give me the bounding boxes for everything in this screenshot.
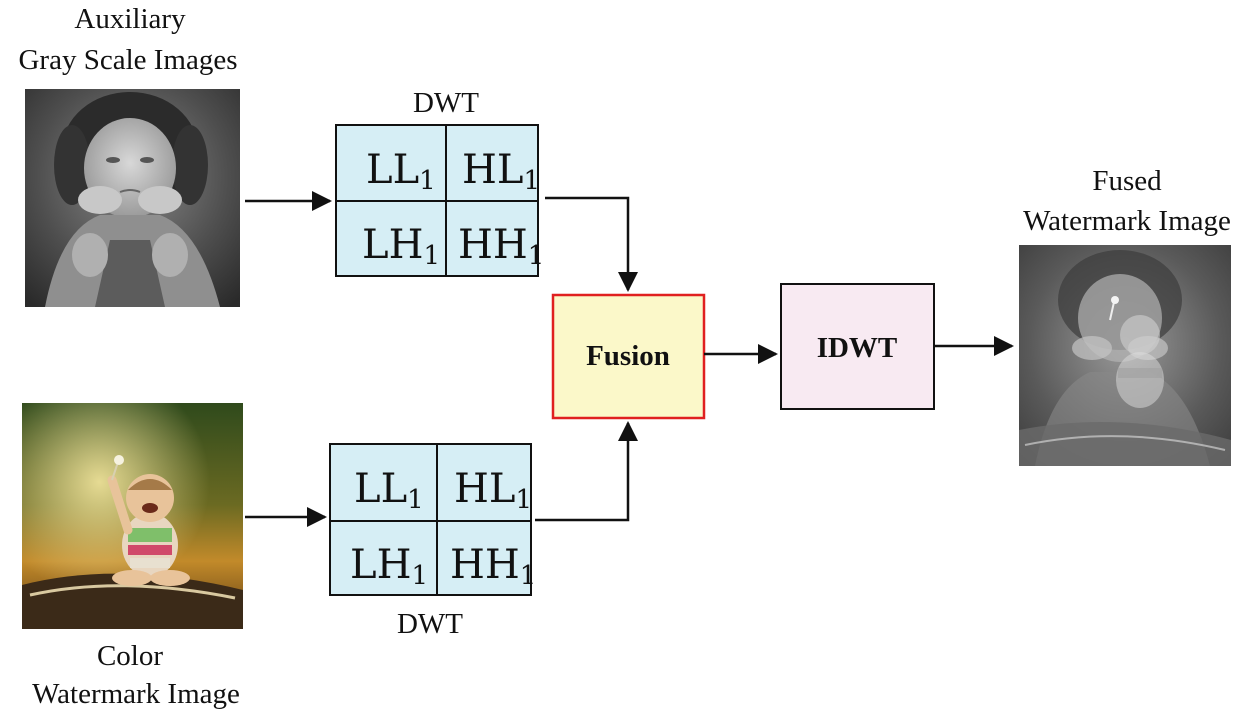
dwt-bottom-lh-cell: LH1 [350, 542, 428, 591]
idwt-label: IDWT [817, 332, 898, 364]
auxiliary-label-line1: Auxiliary [74, 3, 186, 35]
dwt-top-label: DWT [413, 87, 479, 119]
auxiliary-label-line2: Gray Scale Images [18, 44, 237, 76]
dwt-top-hl-cell: HL1 [462, 147, 540, 196]
connectors [245, 191, 1014, 527]
dwt-bottom-ll-cell: LL1 [354, 466, 424, 515]
fusion-label: Fusion [586, 340, 670, 372]
dwt-bottom-hl-cell: HL1 [454, 466, 532, 515]
dwt-top-ll-cell: LL1 [366, 147, 436, 196]
fused-label-line2: Watermark Image [1023, 205, 1231, 237]
color-label-line2: Watermark Image [32, 678, 240, 710]
dwt-top-lh-cell: LH1 [362, 222, 440, 271]
dwt-bottom-grid [329, 443, 532, 596]
dwt-top-hh-cell: HH1 [458, 222, 544, 271]
fused-watermark-image [1019, 245, 1231, 466]
color-watermark-image [22, 403, 243, 629]
fused-label-line1: Fused [1092, 165, 1162, 197]
dwt-top-grid [335, 124, 539, 277]
dwt-bottom-hh-cell: HH1 [450, 542, 536, 591]
dwt-bottom-label: DWT [397, 608, 463, 640]
arrow-dwt-bottom-to-fusion [535, 421, 638, 522]
fusion-box [551, 293, 706, 420]
auxiliary-gray-image [25, 89, 240, 307]
color-label-line1: Color [97, 640, 163, 672]
idwt-box [780, 283, 935, 410]
arrow-dwt-top-to-fusion [545, 196, 638, 292]
